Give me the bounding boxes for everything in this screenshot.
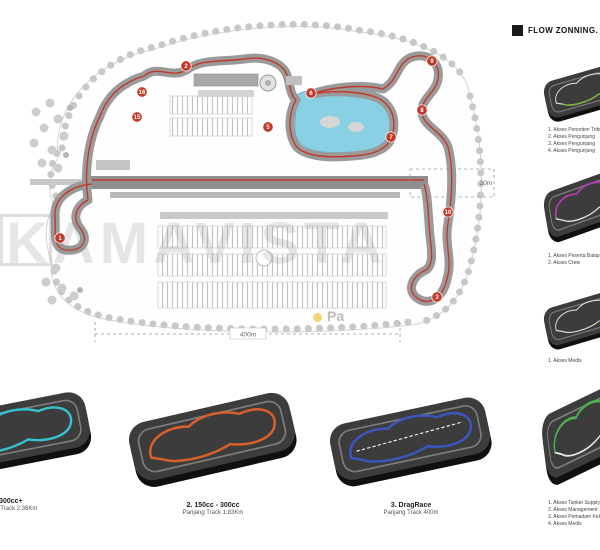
legend-item: 3. Akses Pemadam Kebakaran — [548, 514, 600, 520]
legend-item: 1. Akses Tanker Supply — [548, 500, 600, 506]
access-legend-list: 1. Akses Tanker Supply 2. Akses Manageme… — [548, 500, 600, 528]
iso-track-150cc — [124, 388, 302, 492]
track-marker: 3 — [431, 291, 443, 303]
track-marker: 15 — [131, 111, 143, 123]
legend-item: 1. Akses Peserta Balap — [548, 253, 600, 259]
track-subtitle: Panjang Track 2.36Km — [0, 506, 38, 512]
access-legend-list: 1. Akses Medis — [548, 358, 582, 365]
svg-text:16: 16 — [139, 90, 146, 96]
track-label: 1. 300cc+ Panjang Track 2.36Km — [0, 498, 92, 512]
track-marker: 8 — [416, 104, 428, 116]
iso-track-300cc — [0, 388, 95, 482]
master-plan-drawing: 16 15 5 6 7 8 9 2 1 10 3 400m 20m — [29, 20, 495, 342]
dimension-height-label: 20m — [480, 180, 493, 187]
legend-item: 3. Akses Pengunjung — [548, 141, 595, 147]
track-subtitle: Panjang Track 400m — [383, 510, 439, 516]
svg-text:5: 5 — [266, 125, 270, 131]
legend-item: 4. Akses Pengunjung — [548, 148, 595, 154]
pit-lane — [110, 192, 400, 198]
svg-text:1: 1 — [58, 236, 62, 242]
access-road — [30, 179, 88, 185]
track-marker: 6 — [305, 87, 317, 99]
flow-zoning-legend: FLOW ZONNING. — [512, 25, 598, 36]
lake-island — [320, 116, 340, 128]
dimension-20m — [409, 168, 495, 198]
dimension-width-label: 400m — [240, 332, 256, 339]
track-label: 2. 150cc - 300cc Panjang Track 1.83Km — [118, 502, 308, 516]
legend-swatch-icon — [512, 25, 523, 36]
access-legend-list: 1. Akses Penonton Tribun 2. Akses Pengun… — [548, 127, 600, 155]
legend-item: 2. Akses Management — [548, 507, 598, 513]
legend-item: 4. Akses Medis — [548, 521, 582, 527]
svg-text:6: 6 — [309, 91, 313, 97]
main-straight — [86, 176, 428, 189]
iso-view-medis — [541, 284, 600, 353]
parking-lot — [157, 95, 387, 309]
track-marker: 10 — [442, 206, 454, 218]
track-marker: 5 — [262, 121, 274, 133]
track-marker: 16 — [136, 86, 148, 98]
svg-text:8: 8 — [420, 108, 424, 114]
iso-track-dragrace — [325, 393, 496, 491]
track-title: 2. 150cc - 300cc — [186, 502, 240, 509]
legend-item: 1. Akses Medis — [548, 358, 582, 364]
svg-text:7: 7 — [389, 135, 393, 141]
building — [96, 73, 388, 267]
dimension-label-box — [229, 327, 267, 340]
track-title: 3. DragRace — [390, 502, 432, 509]
legend-item: 2. Akses Pengunjung — [548, 134, 595, 140]
track-label: 3. DragRace Panjang Track 400m — [318, 502, 504, 516]
legend-item: 2. Akses Crew — [548, 260, 580, 266]
access-legend-list: 1. Akses Peserta Balap 2. Akses Crew — [548, 253, 600, 267]
svg-text:2: 2 — [184, 64, 188, 70]
tree-line — [47, 20, 485, 333]
svg-text:10: 10 — [445, 210, 452, 216]
track-marker: 9 — [426, 55, 438, 67]
svg-text:15: 15 — [134, 115, 141, 121]
track-marker: 1 — [54, 232, 66, 244]
iso-view-peserta — [541, 162, 600, 246]
lake-island — [348, 122, 364, 132]
svg-text:9: 9 — [430, 59, 434, 65]
track-marker: 7 — [385, 131, 397, 143]
track-marker: 2 — [180, 60, 192, 72]
track-title: 1. 300cc+ — [0, 498, 23, 505]
iso-view-support — [538, 373, 600, 491]
legend-item: 1. Akses Penonton Tribun — [548, 127, 600, 133]
svg-text:3: 3 — [435, 295, 439, 301]
iso-view-penonton — [541, 57, 600, 125]
track-subtitle: Panjang Track 1.83Km — [182, 510, 244, 516]
tree-cluster — [29, 98, 83, 305]
legend-title: FLOW ZONNING. — [528, 26, 599, 35]
